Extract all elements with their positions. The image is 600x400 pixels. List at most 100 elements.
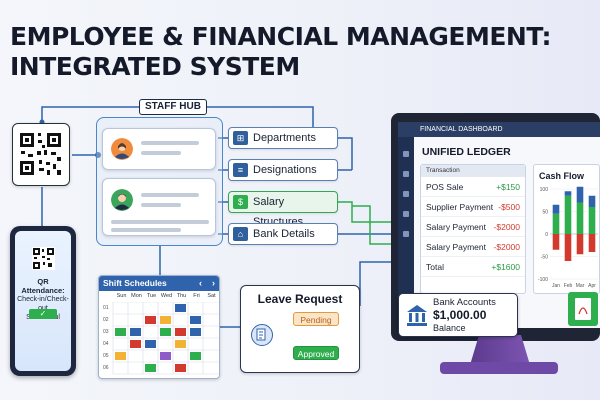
attendance-line-2: Check-in/Check-out (17, 296, 69, 312)
home-icon[interactable] (403, 151, 409, 157)
y-tick-label: 50 (542, 210, 548, 216)
confirm-button[interactable]: ✓ (29, 309, 57, 319)
x-tick-label: Jan (552, 283, 560, 289)
attendance-title: QR Attendance: (21, 277, 65, 295)
transaction-amount: -$500 (498, 202, 520, 212)
male-avatar-icon (111, 189, 133, 211)
svg-text:01: 01 (103, 305, 109, 311)
title-line-2: INTEGRATED SYSTEM (10, 52, 300, 81)
form-edit-icon (251, 324, 273, 346)
transaction-label: Total (426, 262, 444, 272)
ledger-header: Transaction (421, 165, 525, 177)
unified-ledger-table: Transaction POS Sale +$150 Supplier Paym… (420, 164, 526, 294)
staff-card-2[interactable] (102, 178, 216, 236)
title-line-1: EMPLOYEE & FINANCIAL MANAGEMENT: (10, 22, 552, 51)
weekday-label: Tue (146, 293, 157, 299)
weekday-header: Sun Mon Tue Wed Thu Fri Sat (99, 293, 219, 299)
dashboard-sidebar (398, 137, 414, 328)
bank-accounts-card: Bank Accounts $1,000.00 Balance (398, 293, 518, 337)
pdf-document-icon[interactable] (568, 292, 598, 326)
placeholder-line (141, 151, 181, 155)
table-row[interactable]: Salary Payment -$2000 (421, 217, 525, 237)
cash-flow-bar (588, 195, 596, 207)
cash-flow-title: Cash Flow (539, 171, 585, 181)
transaction-amount: +$150 (496, 182, 520, 192)
designations-label: Designations (253, 164, 317, 176)
org-chart-icon: ⊞ (233, 131, 248, 145)
transaction-amount: +$1600 (491, 262, 520, 272)
bank-accounts-label: Bank Accounts (433, 297, 496, 308)
salary-structures-item[interactable]: $ Salary Structures (228, 191, 338, 228)
bank-icon: ⌂ (233, 227, 248, 241)
svg-text:02: 02 (103, 317, 109, 323)
x-tick-label: Feb (564, 283, 573, 289)
page-title: EMPLOYEE & FINANCIAL MANAGEMENT: INTEGRA… (10, 22, 600, 82)
cash-flow-bar (552, 213, 560, 234)
bank-balance-label: Balance (433, 323, 466, 333)
placeholder-line (141, 193, 199, 197)
bank-details-label: Bank Details (253, 228, 315, 240)
svg-text:05: 05 (103, 353, 109, 359)
y-tick-label: 0 (545, 232, 548, 238)
phone-screen: QR Attendance: Check-in/Check-out Succes… (15, 231, 71, 371)
leave-request-title: Leave Request (257, 292, 343, 306)
cash-flow-bar (588, 234, 596, 252)
approved-status: Approved (293, 346, 339, 360)
pending-status: Pending (293, 312, 339, 326)
weekday-label: Fri (193, 293, 200, 299)
monitor-base (440, 362, 558, 374)
placeholder-line (111, 228, 181, 232)
prev-month-button[interactable]: ‹ (198, 278, 202, 288)
table-row[interactable]: Supplier Payment -$500 (421, 197, 525, 217)
mobile-phone: QR Attendance: Check-in/Check-out Succes… (10, 226, 76, 376)
cash-flow-bar (576, 186, 584, 203)
departments-item[interactable]: ⊞ Departments (228, 127, 338, 149)
cash-flow-bar (576, 202, 584, 234)
placeholder-line (111, 220, 209, 224)
transaction-label: Salary Payment (426, 222, 486, 232)
cash-flow-bar (588, 207, 596, 234)
next-month-button[interactable]: › (212, 278, 215, 288)
shift-schedules-title: Shift Schedules (103, 278, 167, 288)
calendar-nav: ‹ › (199, 276, 215, 291)
bank-icon (407, 305, 427, 326)
designations-item[interactable]: ≡ Designations (228, 159, 338, 181)
female-avatar-icon (111, 138, 133, 160)
table-row[interactable]: Salary Payment -$2000 (421, 237, 525, 257)
weekday-label: Thu (176, 293, 187, 299)
phone-qr-icon (32, 247, 55, 270)
svg-text:04: 04 (103, 341, 109, 347)
staff-card-1[interactable] (102, 128, 216, 170)
y-tick-label: 100 (540, 187, 549, 193)
weekday-label: Wed (160, 293, 173, 299)
weekday-label: Sat (207, 293, 216, 299)
dashboard-title: FINANCIAL DASHBOARD (420, 126, 503, 133)
x-tick-label: Mar (576, 283, 585, 289)
table-row-total[interactable]: Total +$1600 (421, 257, 525, 277)
chart-icon[interactable] (403, 191, 409, 197)
y-tick-label: -50 (541, 255, 548, 261)
transaction-label: Supplier Payment (426, 202, 494, 212)
bank-details-item[interactable]: ⌂ Bank Details (228, 223, 338, 245)
placeholder-line (141, 141, 199, 145)
cash-flow-bar (552, 204, 560, 214)
settings-icon[interactable] (403, 231, 409, 237)
ledger-title: UNIFIED LEDGER (422, 146, 511, 158)
cash-icon: $ (233, 195, 248, 209)
cash-flow-bar (564, 234, 572, 261)
departments-label: Departments (253, 132, 316, 144)
shift-schedules-panel: Shift Schedules ‹ › Sun Mon Tue Wed Thu … (98, 275, 220, 379)
bank-balance-value: $1,000.00 (433, 308, 487, 322)
transaction-amount: -$2000 (493, 222, 520, 232)
users-icon[interactable] (403, 211, 409, 217)
y-tick-label: -100 (538, 277, 548, 283)
ledger-icon[interactable] (403, 171, 409, 177)
cash-flow-bar (552, 234, 560, 250)
table-row[interactable]: POS Sale +$150 (421, 177, 525, 197)
cash-flow-bar (564, 195, 572, 234)
dashboard-title-bar: FINANCIAL DASHBOARD (398, 122, 600, 137)
x-tick-label: Apr (588, 283, 596, 289)
weekday-label: Sun (116, 293, 127, 299)
